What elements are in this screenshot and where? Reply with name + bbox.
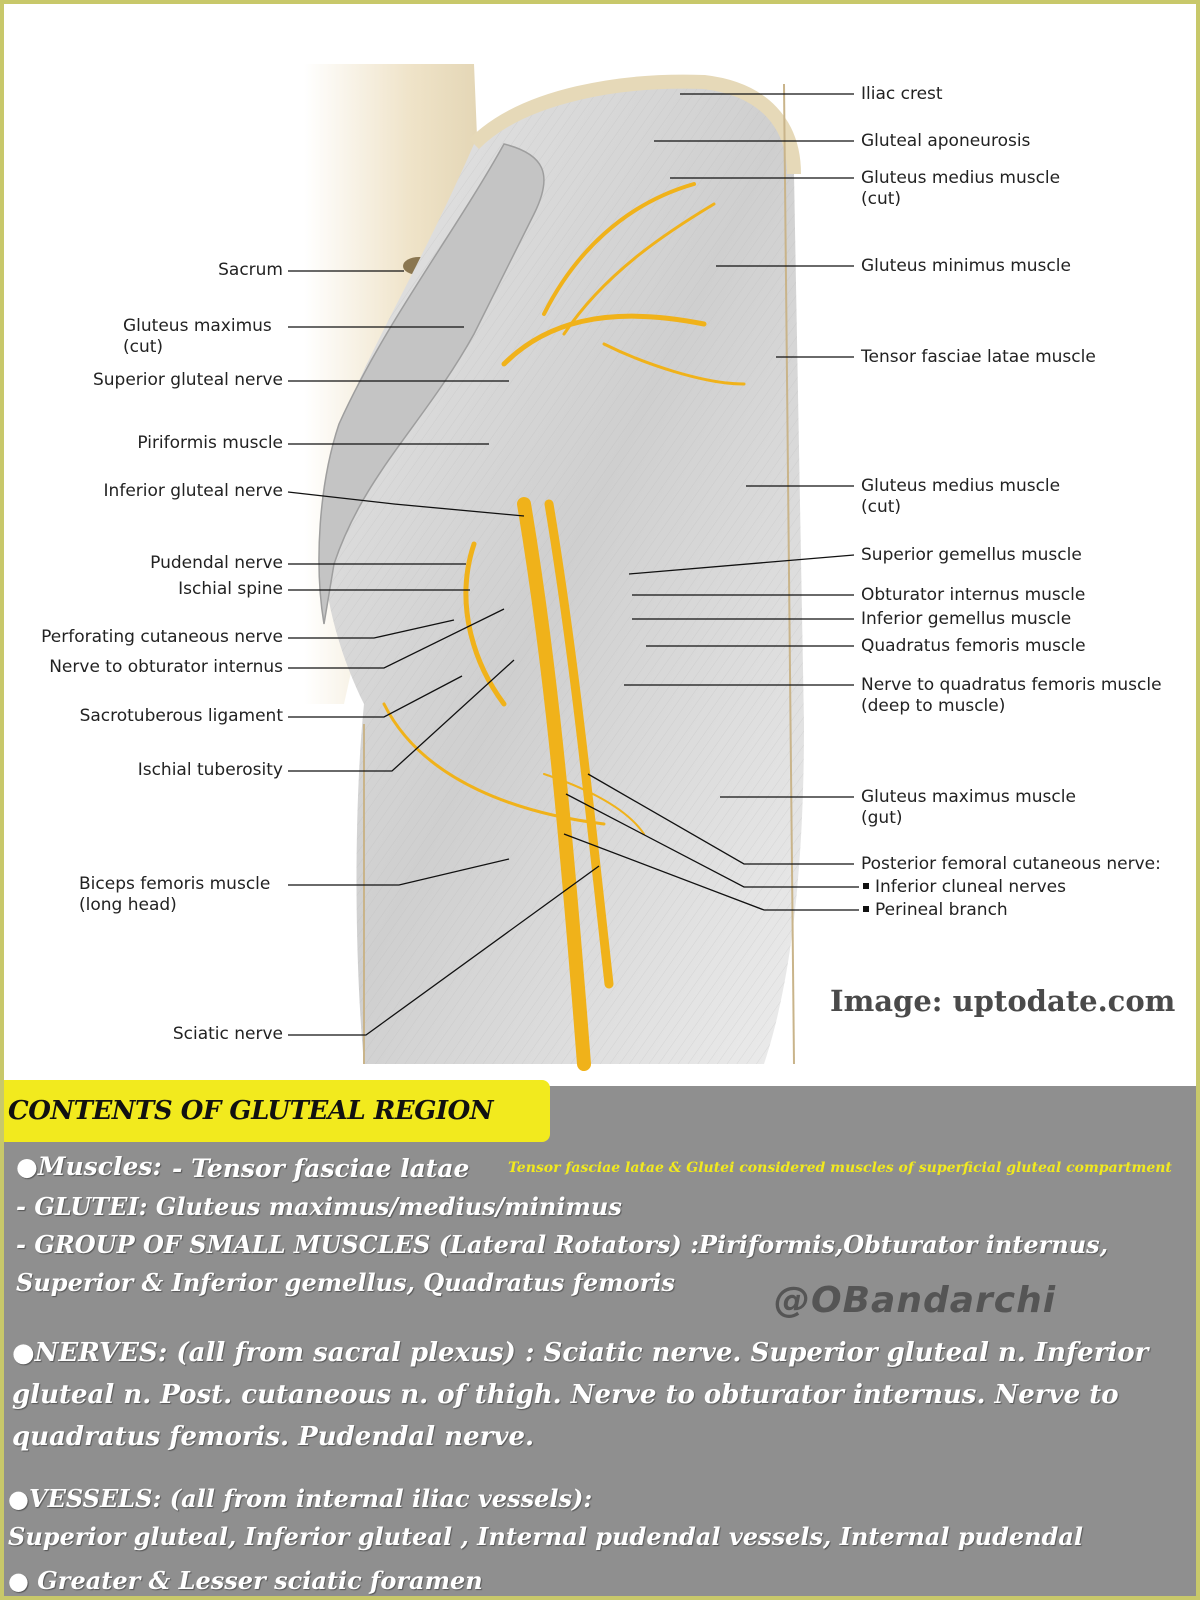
label-gluteus-maximus-gut: Gluteus maximus muscle(gut) [861, 787, 1076, 828]
label-quadratus-femoris: Quadratus femoris muscle [861, 636, 1086, 656]
label-perforating-cutaneous-nerve: Perforating cutaneous nerve [41, 627, 283, 647]
label-sacrotuberous-ligament: Sacrotuberous ligament [79, 706, 283, 726]
label-superior-gluteal-nerve: Superior gluteal nerve [92, 370, 283, 390]
image-credit: Image: uptodate.com [830, 984, 1176, 1018]
label-nerve-to-quadratus-femoris: Nerve to quadratus femoris muscle(deep t… [861, 675, 1162, 716]
label-nerve-to-obturator-internus: Nerve to obturator internus [49, 657, 283, 677]
label-tensor-fasciae-latae: Tensor fasciae latae muscle [861, 347, 1096, 367]
label-gluteus-maximus-cut: Gluteus maximus(cut) [123, 316, 272, 357]
nerves-line-1: ●NERVES: (all from sacral plexus) : Scia… [12, 1338, 1149, 1368]
watermark: @OBandarchi [774, 1280, 1057, 1321]
label-gluteus-medius-cut-top: Gluteus medius muscle(cut) [861, 168, 1061, 209]
label-posterior-femoral-cutaneous: Posterior femoral cutaneous nerve: [861, 854, 1161, 874]
nerves-line-3: quadratus femoris. Pudendal nerve. [12, 1422, 535, 1452]
compartment-note: Tensor fasciae latae & Glutei considered… [508, 1160, 1172, 1176]
bullet-square-icon [863, 906, 869, 912]
nerves-line-2: gluteal n. Post. cutaneous n. of thigh. … [12, 1380, 1119, 1410]
small-muscles-line-2: Superior & Inferior gemellus, Quadratus … [16, 1268, 675, 1297]
label-pudendal-nerve: Pudendal nerve [150, 553, 283, 573]
panel-heading: CONTENTS OF GLUTEAL REGION [4, 1080, 550, 1142]
label-iliac-crest: Iliac crest [861, 84, 943, 104]
label-ischial-tuberosity: Ischial tuberosity [137, 760, 283, 780]
bullet-square-icon [863, 883, 869, 889]
contents-panel [4, 1086, 1196, 1596]
label-gluteus-medius-cut-lower: Gluteus medius muscle(cut) [861, 476, 1061, 517]
label-sacrum: Sacrum [218, 260, 283, 280]
anatomy-figure: Sacrum Gluteus maximus(cut) Superior glu… [4, 4, 1196, 1084]
label-inferior-gemellus: Inferior gemellus muscle [861, 609, 1072, 629]
label-obturator-internus: Obturator internus muscle [861, 585, 1086, 605]
muscles-label: ●Muscles: [16, 1152, 162, 1181]
label-biceps-femoris: Biceps femoris muscle(long head) [79, 874, 271, 915]
foramen-line: ● Greater & Lesser sciatic foramen [8, 1566, 483, 1595]
label-gluteus-minimus: Gluteus minimus muscle [861, 256, 1071, 276]
label-gluteal-aponeurosis: Gluteal aponeurosis [861, 131, 1031, 151]
vessels-line-1: ●VESSELS: (all from internal iliac vesse… [8, 1484, 593, 1513]
vessels-line-2: Superior gluteal, Inferior gluteal , Int… [8, 1522, 1084, 1551]
label-superior-gemellus: Superior gemellus muscle [861, 545, 1082, 565]
small-muscles-line-1: - GROUP OF SMALL MUSCLES (Lateral Rotato… [16, 1230, 1109, 1259]
label-ischial-spine: Ischial spine [178, 579, 283, 599]
label-perineal-branch: Perineal branch [861, 900, 1008, 921]
label-inferior-cluneal: Inferior cluneal nerves [861, 877, 1066, 898]
label-inferior-gluteal-nerve: Inferior gluteal nerve [103, 481, 283, 501]
glutei-line: - GLUTEI: Gluteus maximus/medius/minimus [16, 1192, 622, 1221]
muscles-tfl: - Tensor fasciae latae [172, 1154, 470, 1183]
gluteal-region-illustration [287, 64, 859, 1071]
label-sciatic-nerve: Sciatic nerve [172, 1024, 283, 1044]
label-piriformis-muscle: Piriformis muscle [137, 433, 283, 453]
